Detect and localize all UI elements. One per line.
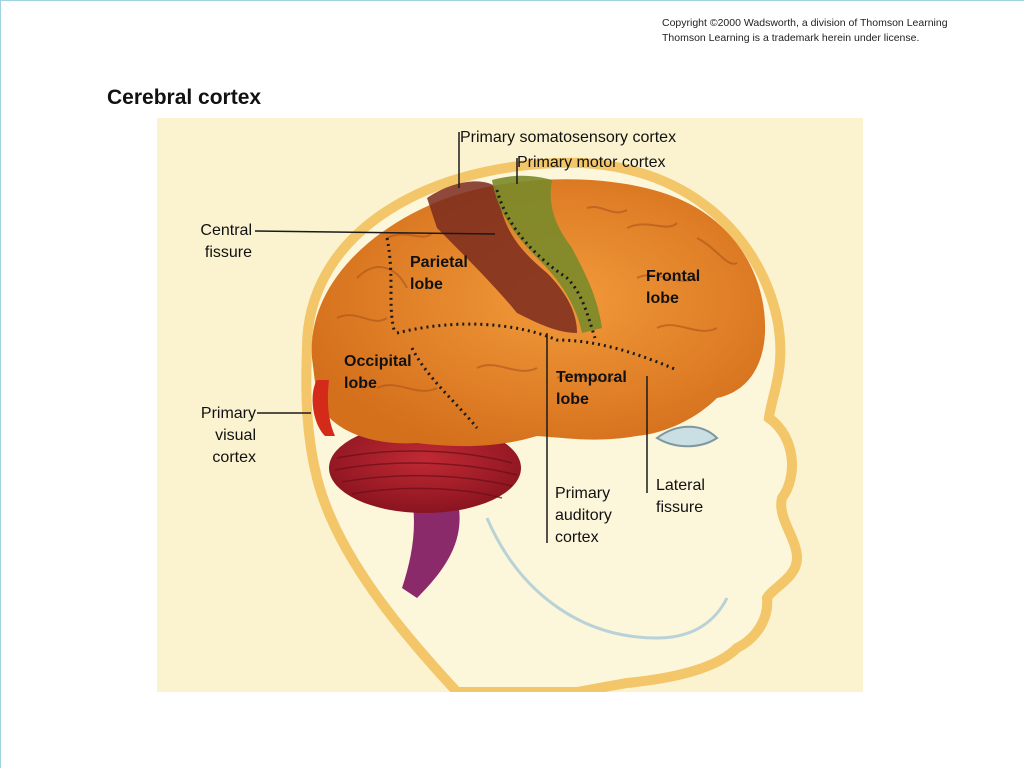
label-temporal-line1: Temporal: [556, 369, 627, 386]
label-primary-auditory-line1: Primary: [555, 485, 611, 502]
sylvian-boundary: [396, 322, 678, 372]
label-central-fissure-line2: fissure: [204, 244, 252, 261]
label-primary-visual-line2: visual: [215, 427, 256, 444]
face-contour: [485, 517, 729, 640]
label-temporal-line2: lobe: [556, 391, 589, 408]
label-primary-auditory-line2: auditory: [555, 507, 612, 524]
copyright-line-2: Thomson Learning is a trademark herein u…: [662, 32, 920, 44]
leader-central-fissure: [254, 230, 496, 235]
eye: [655, 425, 719, 448]
brain-diagram: [254, 132, 803, 692]
label-occipital-line2: lobe: [344, 375, 377, 392]
copyright-line-1: Copyright ©2000 Wadsworth, a division of…: [662, 17, 948, 29]
label-parietal-line2: lobe: [410, 276, 443, 293]
motor-strip: [492, 175, 602, 333]
label-primary-somatosensory: Primary somatosensory cortex: [460, 129, 677, 146]
label-lateral-fissure-line1: Lateral: [656, 477, 705, 494]
label-occipital-line1: Occipital: [344, 353, 412, 370]
label-parietal-line1: Parietal: [410, 254, 468, 271]
label-frontal-line2: lobe: [646, 290, 679, 307]
label-primary-visual-line1: Primary: [200, 405, 256, 422]
brain-illustration: [157, 118, 863, 692]
label-lateral-fissure-line2: fissure: [656, 499, 704, 516]
brainstem: [402, 498, 460, 598]
label-primary-motor: Primary motor cortex: [517, 154, 666, 171]
label-central-fissure-line1: Central: [200, 222, 252, 239]
label-primary-visual-line3: cortex: [212, 449, 256, 466]
label-primary-auditory-line3: cortex: [555, 529, 599, 546]
central-boundary: [495, 189, 597, 339]
label-frontal-line1: Frontal: [646, 268, 701, 285]
copyright-notice: Copyright ©2000 Wadsworth, a division of…: [662, 16, 1002, 46]
page-title: Cerebral cortex: [107, 86, 262, 109]
primary-visual-cortex: [312, 380, 335, 436]
somatosensory-strip: [427, 181, 577, 333]
